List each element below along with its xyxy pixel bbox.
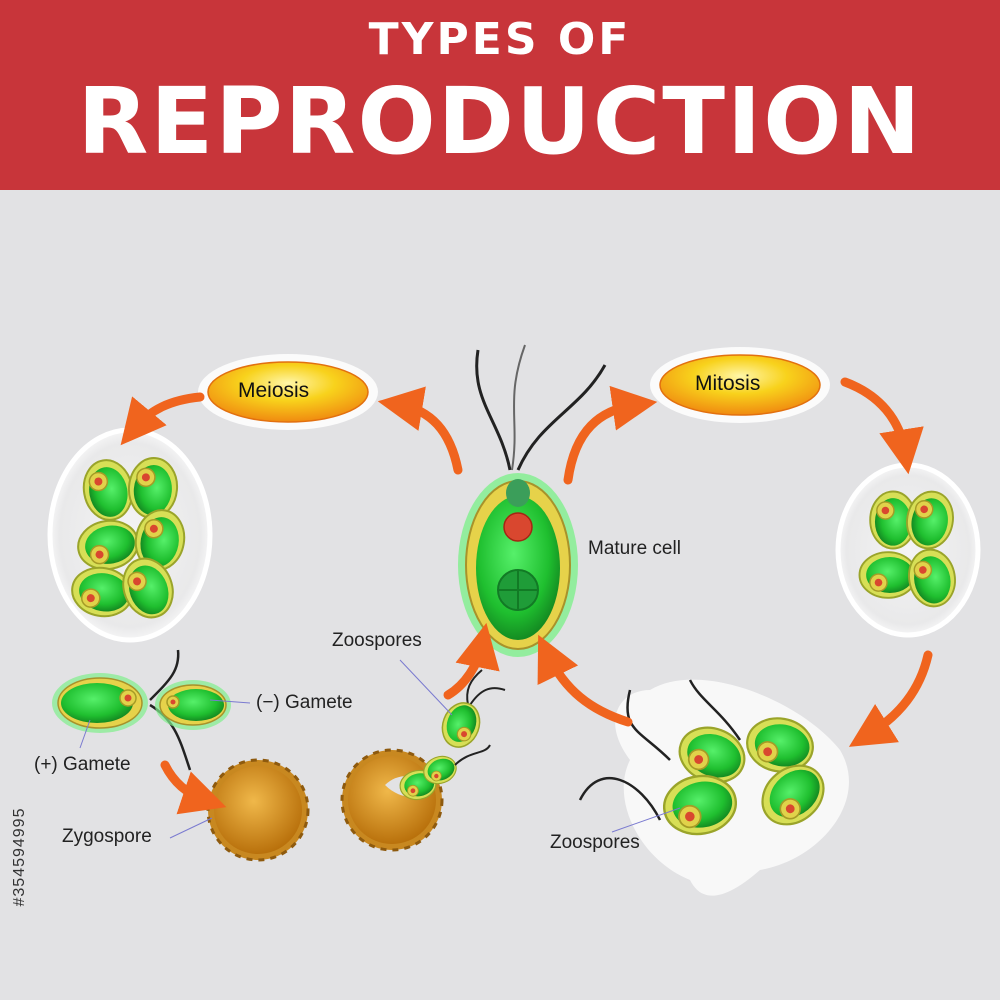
- zoospores-label-top: Zoospores: [332, 630, 422, 651]
- title-small: TYPES OF: [368, 14, 632, 65]
- mitosis-cell-cluster: [835, 462, 981, 638]
- single-zoospore: [399, 659, 681, 833]
- zygospore: [169, 758, 310, 862]
- zygospore-label: Zygospore: [62, 826, 152, 847]
- released-zoospores: [578, 679, 849, 896]
- zoospores-label-bottom: Zoospores: [550, 832, 640, 853]
- meiosis-label: Meiosis: [238, 379, 310, 402]
- meiosis-pill: [198, 354, 378, 430]
- mitosis-pill: [650, 347, 830, 423]
- meiosis-cell-cluster: [47, 427, 213, 643]
- diagram-canvas: [47, 344, 981, 896]
- title-large: REPRODUCTION: [77, 68, 923, 175]
- minus-gamete-label: (−) Gamete: [256, 692, 353, 713]
- mature-cell: [458, 344, 607, 657]
- stock-id-text: #354594995: [11, 807, 28, 907]
- germinating-zygospore: [340, 744, 491, 852]
- title-banner: TYPES OF REPRODUCTION: [0, 0, 1000, 190]
- stock-id: #354594995: [8, 760, 32, 960]
- mature-cell-label: Mature cell: [588, 538, 681, 559]
- mitosis-label: Mitosis: [695, 372, 761, 395]
- gamete-pair: [52, 649, 251, 771]
- plus-gamete-label: (+) Gamete: [34, 754, 131, 775]
- cycle-arrows: [120, 377, 933, 815]
